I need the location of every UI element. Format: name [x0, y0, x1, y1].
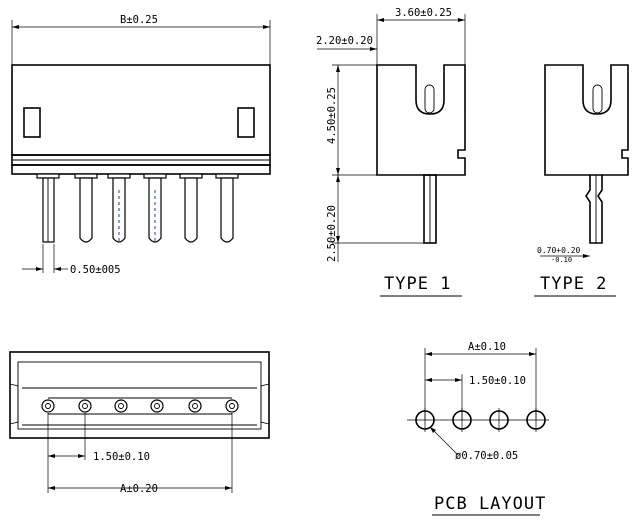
pcb-pitch-dim: 1.50±0.10: [469, 375, 526, 387]
type2-label: TYPE 2: [540, 274, 607, 294]
bottom-total-dim: A±0.20: [120, 483, 158, 495]
front-pin-width-dim: 0.50±005: [70, 264, 121, 276]
front-pins: [36, 173, 239, 244]
front-view: B±0.25: [11, 14, 271, 276]
pcb-layout-title: PCB LAYOUT: [434, 494, 546, 514]
side-pin-length-dim: 2.50±0.20: [326, 205, 338, 262]
pcb-holes: [407, 408, 549, 432]
side-view-type2: 0.70+0.20 -0.10 TYPE 2: [534, 64, 629, 297]
pcb-total-dim: A±0.10: [468, 341, 506, 353]
type2-offset-dim: 0.70+0.20: [537, 246, 581, 255]
type2-offset-dim-sub: -0.10: [551, 256, 572, 264]
side-height-dim: 4.50±0.25: [326, 87, 338, 144]
type1-label: TYPE 1: [384, 274, 451, 294]
bottom-pins: [41, 397, 239, 415]
bottom-pitch-dim: 1.50±0.10: [93, 451, 150, 463]
bottom-view: 1.50±0.10 A±0.20: [9, 351, 270, 495]
side-slot-width-dim: 3.60±0.25: [395, 7, 452, 19]
pcb-hole-dim: ø0.70±0.05: [455, 450, 518, 462]
side-top-dim: 2.20±0.20: [316, 35, 373, 47]
front-width-dim: B±0.25: [120, 14, 158, 26]
pcb-layout: A±0.10 1.50±0.10 ø0.70±0.05 PCB LAYOUT: [407, 341, 549, 516]
side-view-type1: 3.60±0.25 2.20±0.20 4.50±0.25 2.50±0.20 …: [316, 7, 466, 297]
